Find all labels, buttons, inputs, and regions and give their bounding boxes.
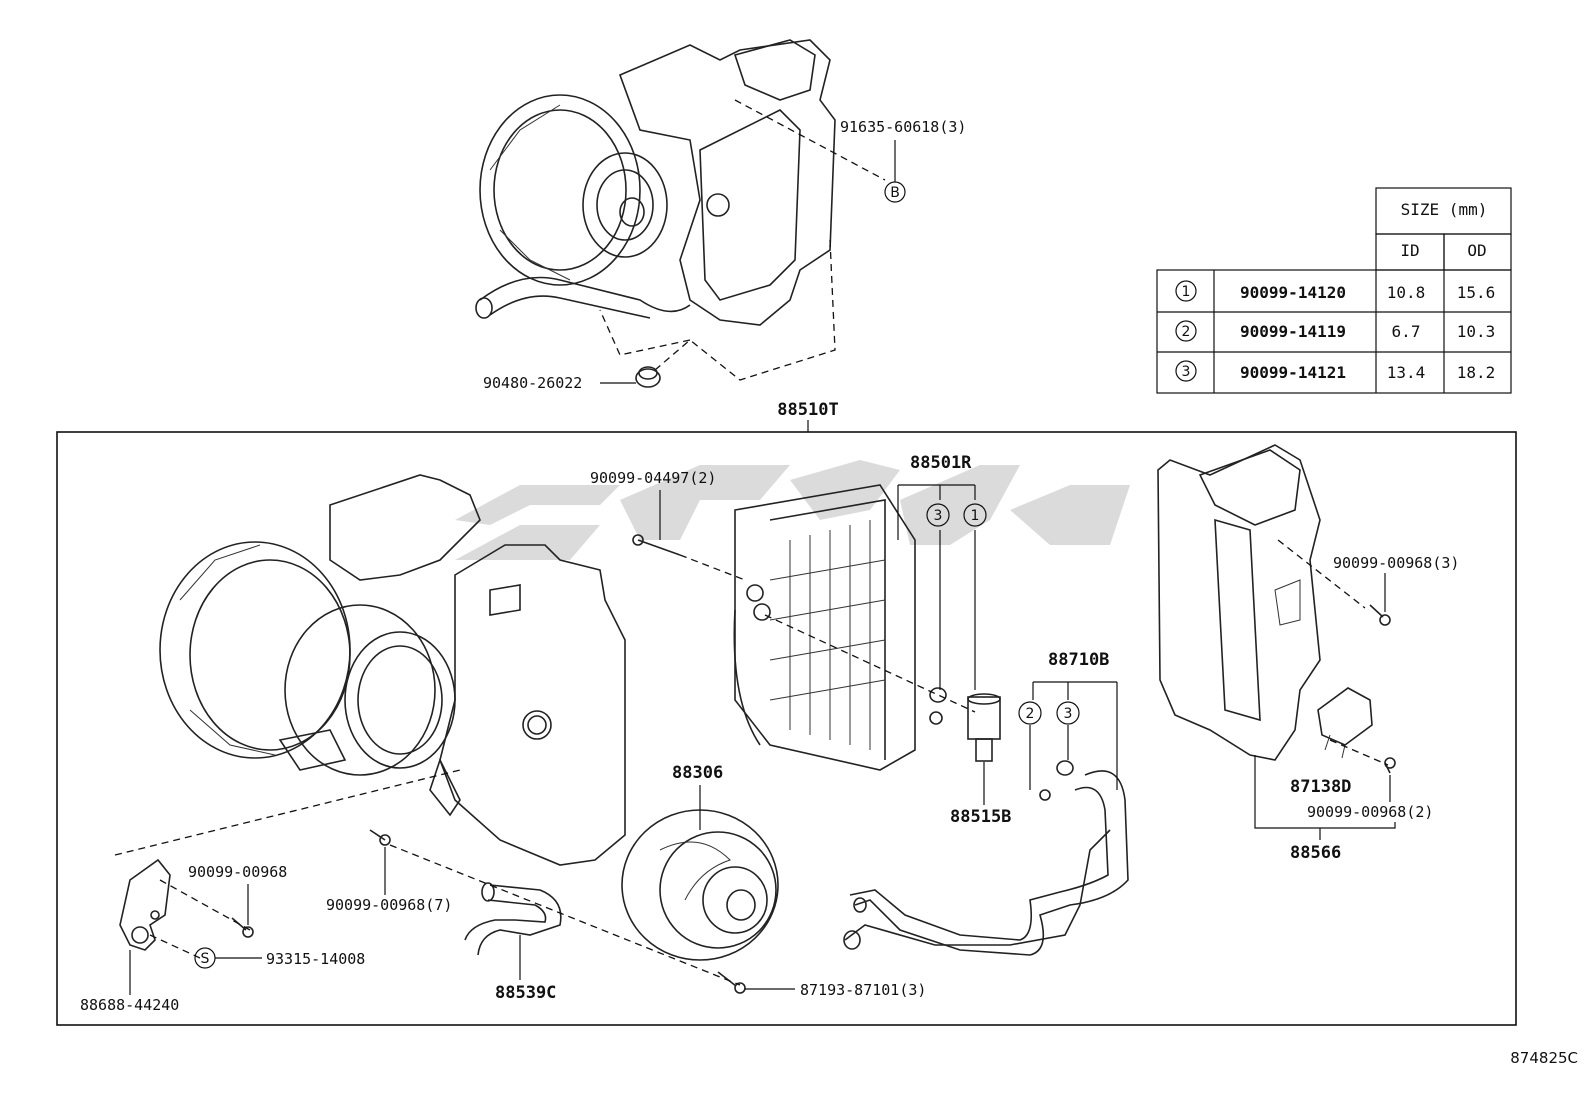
size-row-part: 90099-14119 — [1240, 322, 1346, 341]
label-evaporator-bolt: 90099-04497(2) — [590, 469, 716, 487]
label-screw-right-upper: 90099-00968(3) — [1333, 554, 1459, 572]
label-evaporator: 88501R — [910, 453, 972, 473]
o-ring-icon — [1056, 760, 1074, 776]
label-plug: 90480-26022 — [483, 374, 582, 392]
resistor-illustration — [1317, 687, 1373, 759]
screw-icon — [1384, 757, 1396, 774]
o-ring-icon — [929, 687, 947, 703]
size-row-od: 15.6 — [1457, 283, 1496, 302]
size-table: SIZE (mm) ID OD 1 90099-14120 10.8 15.6 … — [1156, 187, 1512, 394]
screw-icon — [717, 971, 746, 994]
size-table-col-id: ID — [1400, 241, 1419, 260]
screw-icon — [1369, 604, 1391, 626]
size-row-part: 90099-14121 — [1240, 363, 1346, 382]
svg-text:1: 1 — [971, 508, 980, 524]
size-row-mark: 3 — [1182, 364, 1191, 380]
marker-2: 2 — [1018, 701, 1042, 725]
label-screw-right-lower: 90099-00968(2) — [1307, 803, 1433, 821]
size-row-id: 10.8 — [1387, 283, 1426, 302]
svg-text:3: 3 — [934, 508, 943, 524]
size-row-id: 6.7 — [1392, 322, 1421, 341]
label-hose: 88539C — [495, 983, 556, 1003]
size-row-part: 90099-14120 — [1240, 283, 1346, 302]
label-screw-small: 90099-00968 — [188, 863, 287, 881]
label-expansion-valve: 88515B — [950, 807, 1011, 827]
size-row-mark: 1 — [1182, 284, 1191, 300]
bracket-illustration — [119, 858, 171, 951]
label-screw-case: 90099-00968(7) — [326, 896, 452, 914]
size-row-mark: 2 — [1182, 324, 1191, 340]
svg-text:2: 2 — [1026, 706, 1035, 722]
top-heater-unit-illustration — [475, 39, 886, 388]
label-assembly: 88510T — [777, 400, 838, 420]
evaporator-illustration — [733, 484, 916, 771]
blower-motor-illustration — [621, 809, 779, 961]
marker-s: S — [194, 947, 216, 969]
o-ring-icon — [1039, 789, 1051, 801]
screw-icon — [369, 829, 391, 846]
size-row-od: 18.2 — [1457, 363, 1496, 382]
label-bracket: 88688-44240 — [80, 996, 179, 1014]
o-ring-icon — [929, 711, 943, 725]
size-table-title: SIZE (mm) — [1401, 200, 1488, 219]
svg-text:B: B — [890, 185, 900, 201]
marker-3: 3 — [1056, 701, 1080, 725]
duct-illustration — [1157, 444, 1321, 761]
expansion-valve-illustration — [967, 693, 1001, 762]
size-table-col-od: OD — [1467, 241, 1486, 260]
label-clip: 93315-14008 — [266, 950, 365, 968]
reference-code: 874825C — [1510, 1049, 1578, 1067]
marker-1: 1 — [963, 503, 987, 527]
label-duct: 88566 — [1290, 843, 1341, 863]
label-top-bracket-bolt: 91635-60618(3) — [840, 118, 966, 136]
label-blower-motor: 88306 — [672, 763, 723, 783]
size-row-id: 13.4 — [1387, 363, 1426, 382]
screw-icon — [231, 917, 254, 938]
marker-3: 3 — [926, 503, 950, 527]
label-motor-screw: 87193-87101(3) — [800, 981, 926, 999]
hose-illustration — [464, 882, 562, 956]
size-row-od: 10.3 — [1457, 322, 1496, 341]
watermark-logo — [455, 460, 1130, 560]
marker-b: B — [884, 140, 906, 203]
screw-icon — [632, 534, 681, 556]
label-tube: 88710B — [1048, 650, 1109, 670]
label-resistor: 87138D — [1290, 777, 1351, 797]
svg-text:S: S — [201, 951, 210, 967]
tube-illustration — [843, 770, 1129, 956]
svg-text:3: 3 — [1064, 706, 1073, 722]
assembly-frame — [56, 431, 1517, 1026]
